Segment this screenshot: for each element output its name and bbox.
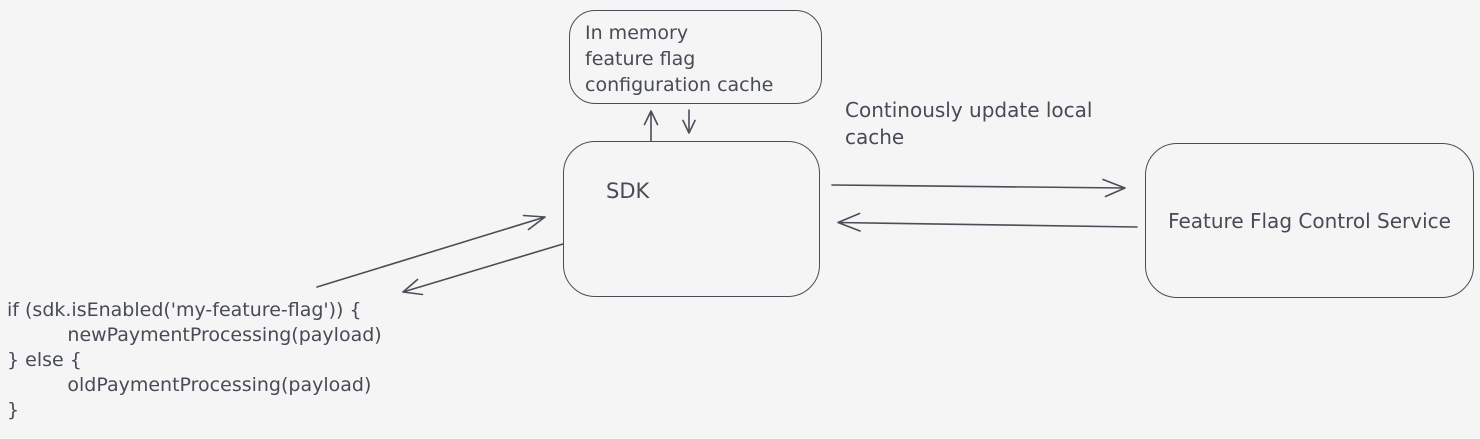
service-node: Feature Flag Control Service	[1145, 143, 1474, 298]
sdk-node: SDK	[563, 141, 820, 297]
arrow-right-icon	[831, 178, 1126, 198]
arrow-down-icon	[682, 109, 696, 134]
cache-node-label: In memory feature flag configuration cac…	[585, 22, 774, 96]
code-snippet: if (sdk.isEnabled('my-feature-flag')) { …	[7, 299, 382, 421]
arrow-up-right-icon	[316, 214, 546, 288]
arrow-left-icon	[837, 212, 1138, 232]
sdk-node-label: SDK	[606, 179, 650, 203]
service-node-label: Feature Flag Control Service	[1168, 208, 1451, 233]
arrow-up-icon	[643, 110, 659, 142]
arrow-down-left-icon	[402, 243, 564, 296]
cache-node: In memory feature flag configuration cac…	[569, 10, 822, 104]
update-cache-edge-label: Continously update local cache	[845, 98, 1093, 149]
